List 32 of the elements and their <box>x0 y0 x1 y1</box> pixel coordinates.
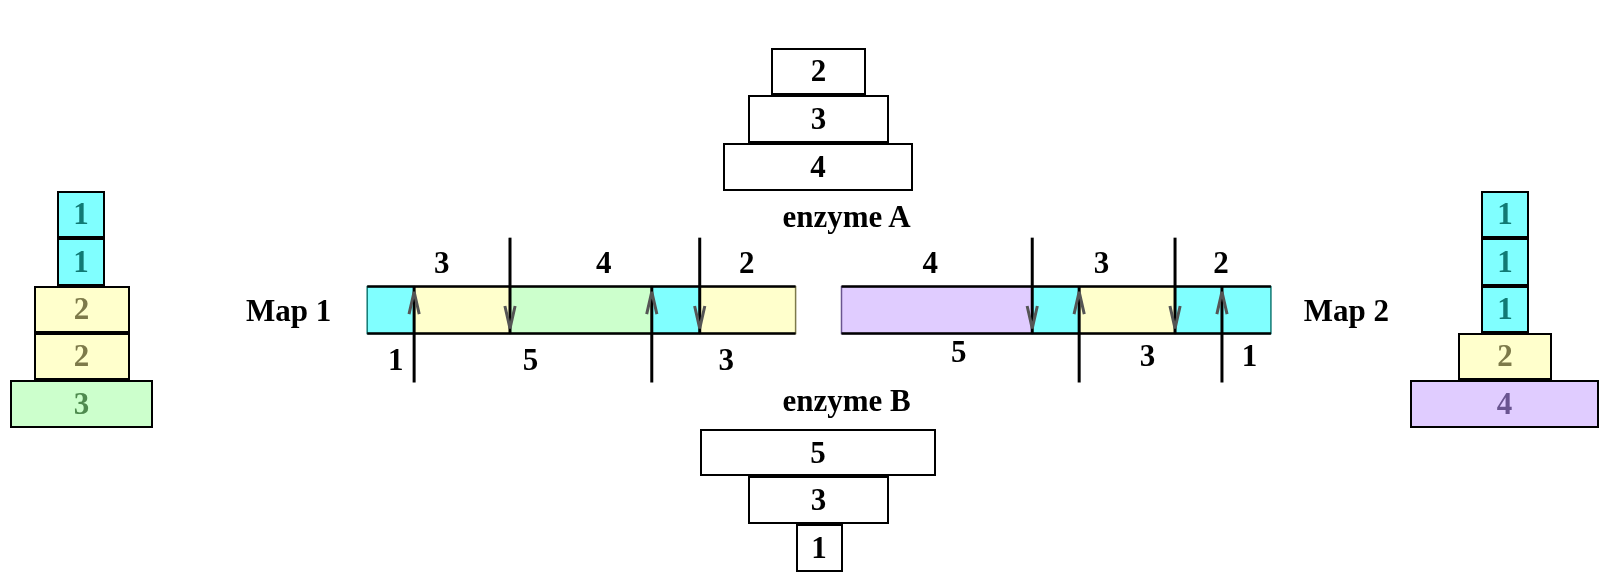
fragment-number: 5 <box>522 343 539 375</box>
fragment-band: 1 <box>1481 190 1529 238</box>
map-label: Map 2 <box>1303 294 1389 326</box>
fragment-number: 5 <box>951 335 967 367</box>
fragment-band: 1 <box>1481 285 1529 333</box>
fragment-band: 2 <box>33 285 130 333</box>
fragment-band: 4 <box>1409 380 1599 429</box>
fragment-band: 2 <box>33 332 130 381</box>
fragment-band: 1 <box>57 237 106 286</box>
fragment-band: 5 <box>699 429 937 477</box>
enzyme-label: enzyme A <box>782 200 911 232</box>
fragment-number: 1 <box>1241 339 1258 371</box>
fragment-number: 2 <box>738 246 755 278</box>
fragment-band: 1 <box>795 524 843 573</box>
fragment-number: 4 <box>922 246 938 278</box>
fragment-band: 1 <box>57 190 106 238</box>
fragment-band: 3 <box>747 476 890 525</box>
map-label: Map 1 <box>246 294 332 326</box>
fragment-band: 2 <box>1457 332 1553 381</box>
enzyme-label: enzyme B <box>782 384 911 416</box>
fragment-number: 1 <box>388 343 404 375</box>
fragment-number: 4 <box>596 246 612 278</box>
fragment-band: 3 <box>10 380 153 429</box>
fragment-band: 1 <box>1481 237 1529 286</box>
fragment-number: 3 <box>433 246 450 278</box>
fragment-number: 3 <box>718 343 734 375</box>
fragment-number: 3 <box>1139 339 1156 371</box>
fragment-number: 3 <box>1093 246 1110 278</box>
fragment-band: 3 <box>747 94 890 143</box>
fragment-number: 2 <box>1213 246 1229 278</box>
fragment-band: 2 <box>771 47 866 95</box>
fragment-band: 4 <box>723 142 913 191</box>
